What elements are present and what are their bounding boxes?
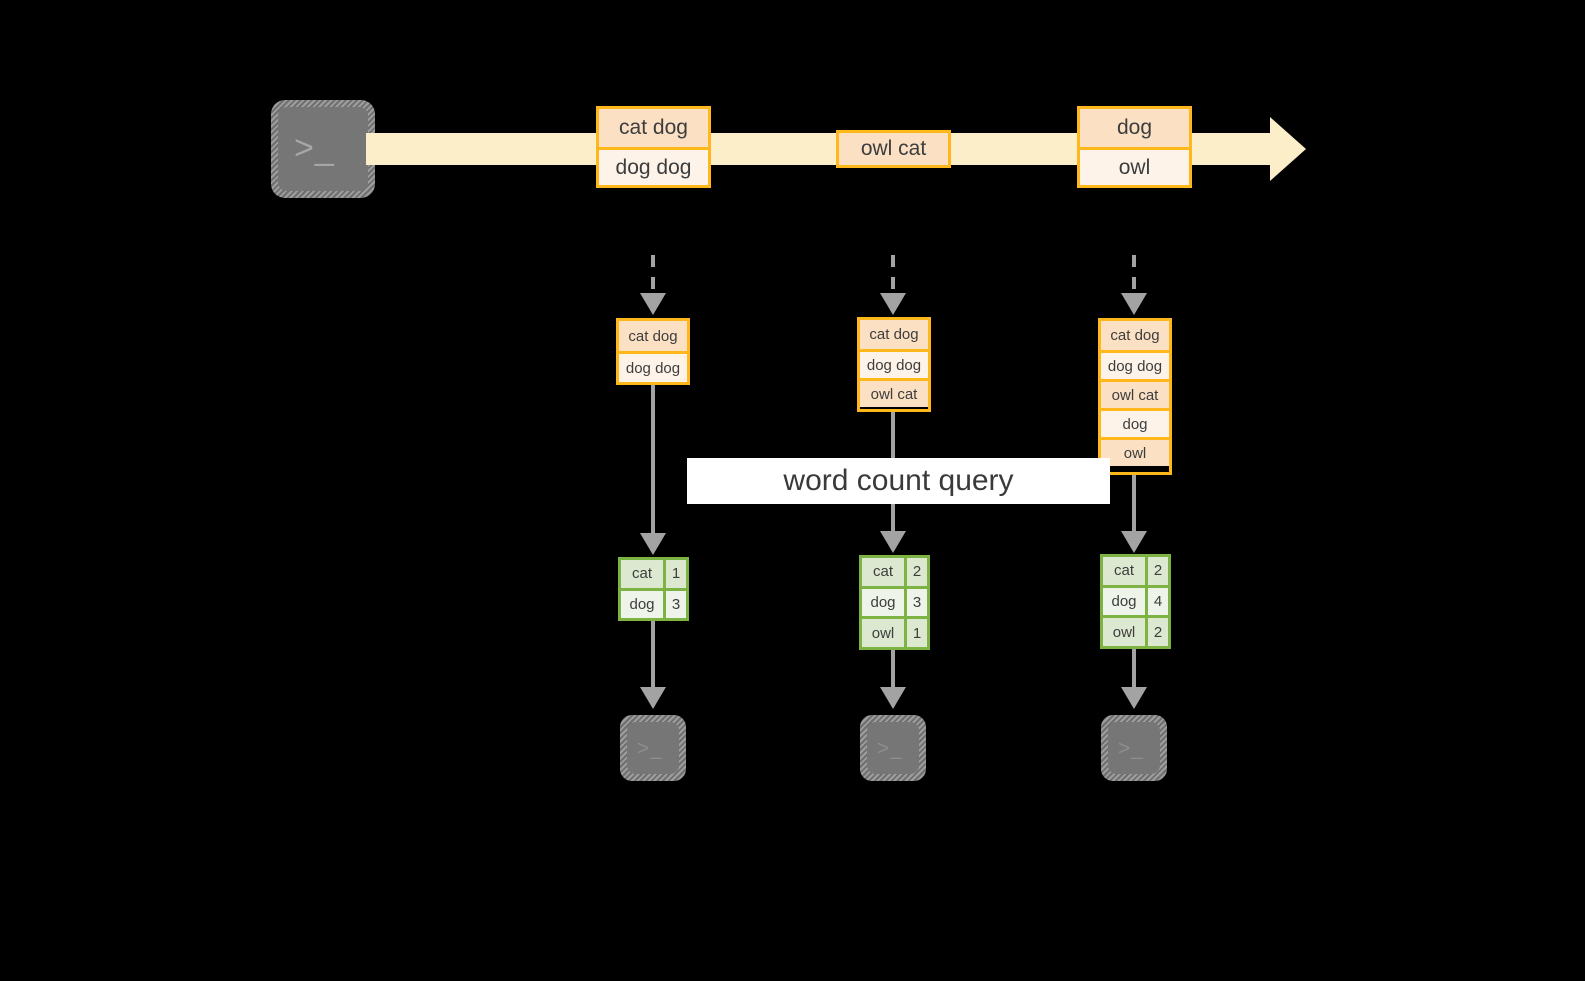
table-row: dog 3: [621, 587, 686, 618]
table-row: cat 2: [862, 558, 927, 586]
buffer-line: dog: [1101, 408, 1169, 437]
stream-to-buffer-connector: [1132, 255, 1136, 295]
terminal-body: [278, 107, 368, 191]
terminal-prompt-glyph: >_: [1118, 737, 1144, 760]
buffer-line: cat dog: [619, 321, 687, 351]
count-word: dog: [1103, 587, 1148, 616]
snapshot-3-buffer: cat dog dog dog owl cat dog owl: [1098, 318, 1172, 475]
buffer-line: owl cat: [1101, 379, 1169, 408]
count-word: cat: [621, 560, 666, 588]
stream-event-group-1: cat dog dog dog: [596, 106, 711, 188]
count-word: cat: [1103, 557, 1148, 585]
snapshot-1-buffer: cat dog dog dog: [616, 318, 690, 385]
buffer-to-counts-arrowhead: [1121, 531, 1147, 553]
buffer-line: cat dog: [1101, 321, 1169, 350]
count-word: dog: [621, 590, 666, 618]
stream-to-buffer-arrowhead: [640, 293, 666, 315]
terminal-body: [1108, 722, 1160, 774]
count-value: 2: [1148, 618, 1168, 646]
buffer-line: dog dog: [619, 351, 687, 382]
count-value: 1: [907, 619, 927, 647]
table-row: cat 2: [1103, 557, 1168, 585]
stream-to-buffer-connector: [891, 255, 895, 295]
snapshot-1-counts-table: cat 1 dog 3: [618, 557, 689, 621]
counts-to-sink-connector: [891, 650, 895, 689]
table-row: dog 4: [1103, 584, 1168, 616]
count-word: owl: [1103, 618, 1148, 646]
stream-band-arrowhead: [1270, 117, 1306, 181]
sink-terminal-icon: >_: [620, 715, 686, 781]
count-value: 4: [1148, 587, 1168, 616]
counts-to-sink-arrowhead: [640, 687, 666, 709]
buffer-to-counts-arrowhead: [640, 533, 666, 555]
buffer-line: owl cat: [860, 378, 928, 407]
counts-to-sink-connector: [1132, 649, 1136, 689]
terminal-prompt-glyph: >_: [637, 737, 663, 760]
query-banner: word count query: [687, 458, 1110, 504]
count-word: cat: [862, 558, 907, 586]
terminal-body: [867, 722, 919, 774]
terminal-prompt-glyph: >_: [294, 129, 335, 167]
count-word: owl: [862, 619, 907, 647]
count-value: 2: [1148, 557, 1168, 585]
snapshot-2-buffer: cat dog dog dog owl cat: [857, 317, 931, 412]
sink-terminal-icon: >_: [1101, 715, 1167, 781]
table-row: owl 2: [1103, 615, 1168, 646]
buffer-to-counts-connector: [1132, 475, 1136, 533]
stream-event-line: owl cat: [839, 133, 948, 165]
stream-event-group-2: owl cat: [836, 130, 951, 168]
sink-terminal-icon: >_: [860, 715, 926, 781]
count-value: 3: [907, 588, 927, 617]
count-word: dog: [862, 588, 907, 617]
stream-to-buffer-arrowhead: [1121, 293, 1147, 315]
stream-to-buffer-arrowhead: [880, 293, 906, 315]
terminal-body: [627, 722, 679, 774]
buffer-to-counts-connector: [651, 385, 655, 535]
count-value: 2: [907, 558, 927, 586]
snapshot-3-counts-table: cat 2 dog 4 owl 2: [1100, 554, 1171, 649]
count-value: 1: [666, 560, 686, 588]
count-value: 3: [666, 590, 686, 618]
source-terminal-icon: >_: [271, 100, 375, 198]
buffer-line: owl: [1101, 437, 1169, 466]
counts-to-sink-arrowhead: [1121, 687, 1147, 709]
table-row: cat 1: [621, 560, 686, 588]
stream-event-group-3: dog owl: [1077, 106, 1192, 188]
stream-event-line: owl: [1080, 147, 1189, 185]
table-row: dog 3: [862, 585, 927, 617]
buffer-to-counts-arrowhead: [880, 531, 906, 553]
table-row: owl 1: [862, 616, 927, 647]
stream-to-buffer-connector: [651, 255, 655, 295]
buffer-line: dog dog: [1101, 350, 1169, 379]
counts-to-sink-arrowhead: [880, 687, 906, 709]
terminal-prompt-glyph: >_: [877, 737, 903, 760]
buffer-line: dog dog: [860, 349, 928, 378]
stream-event-line: cat dog: [599, 109, 708, 147]
buffer-line: cat dog: [860, 320, 928, 349]
counts-to-sink-connector: [651, 621, 655, 689]
snapshot-2-counts-table: cat 2 dog 3 owl 1: [859, 555, 930, 650]
stream-event-line: dog dog: [599, 147, 708, 185]
stream-event-line: dog: [1080, 109, 1189, 147]
